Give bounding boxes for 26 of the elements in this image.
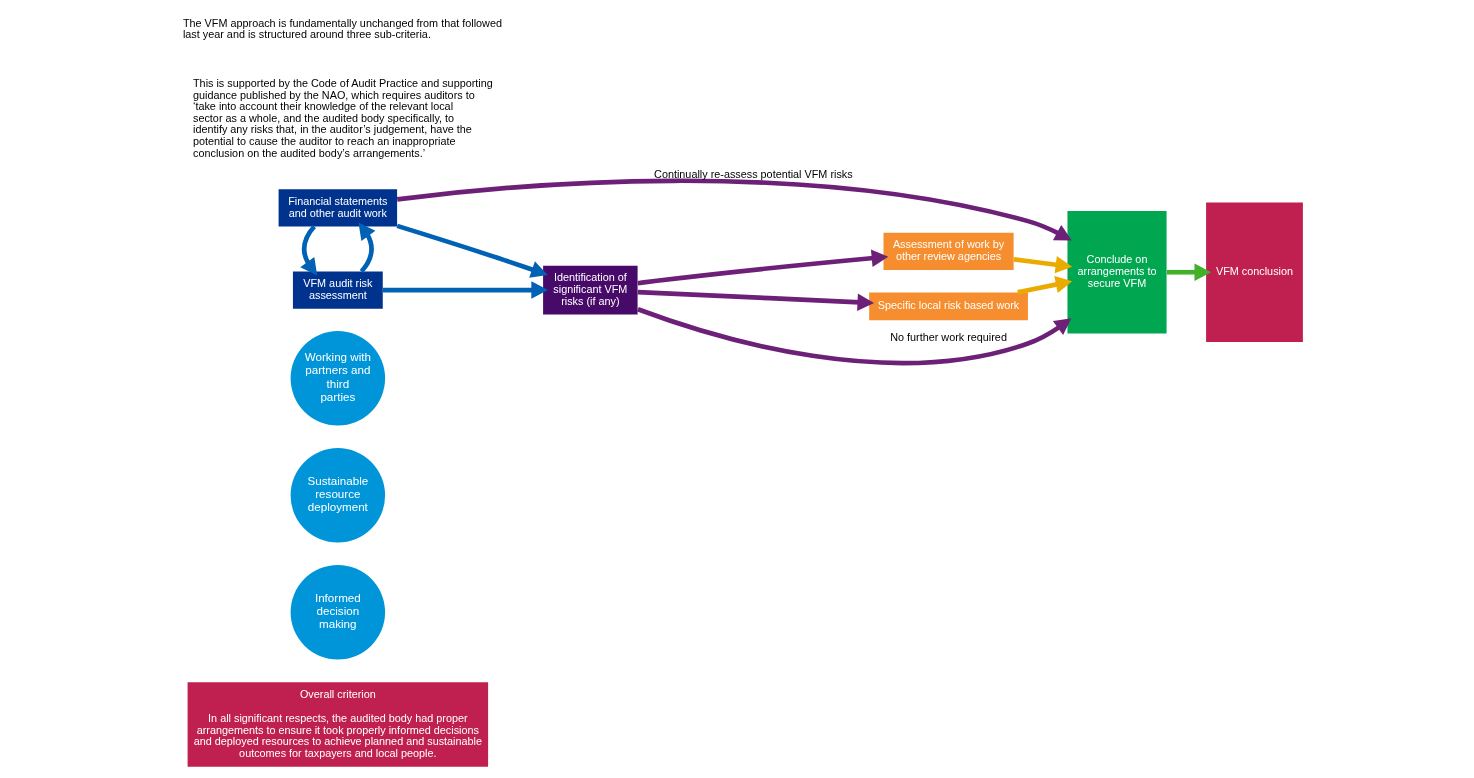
arrow: [1012, 256, 1072, 274]
arrow: [396, 178, 1072, 241]
edge-label: Continually re-assess potential VFM risks: [653, 167, 853, 180]
label: The VFM approach is fundamentally unchanged from that followed last year and is structured around three sub-criteria.: [182, 16, 502, 41]
node-box: Conclude on arrangements to secure VFM: [1066, 211, 1167, 334]
node-box: VFM conclusion: [1205, 202, 1303, 342]
node-box: Overall criterion In all significant respects, the audited body had proper arrangements to ensure it took properly informed decisions and deployed resources to achieve planned and sustainable outcomes for taxpayers and local people.: [187, 682, 488, 767]
edge-label: No further work required: [889, 330, 1007, 343]
arrow: [382, 281, 548, 299]
arrow: [396, 223, 548, 278]
label: This is supported by the Code of Audit Practice and supporting guidance published by the NAO, which requires auditors to ‘take into account their knowledge of the relevant local sector as a whole, and the audited body specifically, to identify any risks that, in the auditor’s judgement, have the potential to cause the auditor to reach an inappropriate conclusion on the audited body’s arrangements.’: [192, 76, 493, 159]
arrow: [636, 307, 1071, 366]
arrow: [1016, 276, 1072, 295]
node-box: Identification of significant VFM risks (if any): [542, 265, 638, 315]
arrow: [1166, 263, 1211, 281]
node-box: Assessment of work by other review agencies: [883, 232, 1014, 270]
arrow: [637, 289, 874, 311]
node-circle: Sustainable resource deployment: [290, 448, 385, 543]
node-box: VFM audit risk assessment: [292, 271, 383, 309]
node-circle: Working with partners and third parties: [290, 331, 385, 426]
node-box: Specific local risk based work: [868, 292, 1028, 321]
node-box: Financial statements and other audit work: [278, 189, 397, 227]
arrow: [357, 222, 375, 273]
arrow: [299, 225, 317, 276]
node-circle: Informed decision making: [290, 565, 385, 660]
arrow: [637, 249, 888, 286]
